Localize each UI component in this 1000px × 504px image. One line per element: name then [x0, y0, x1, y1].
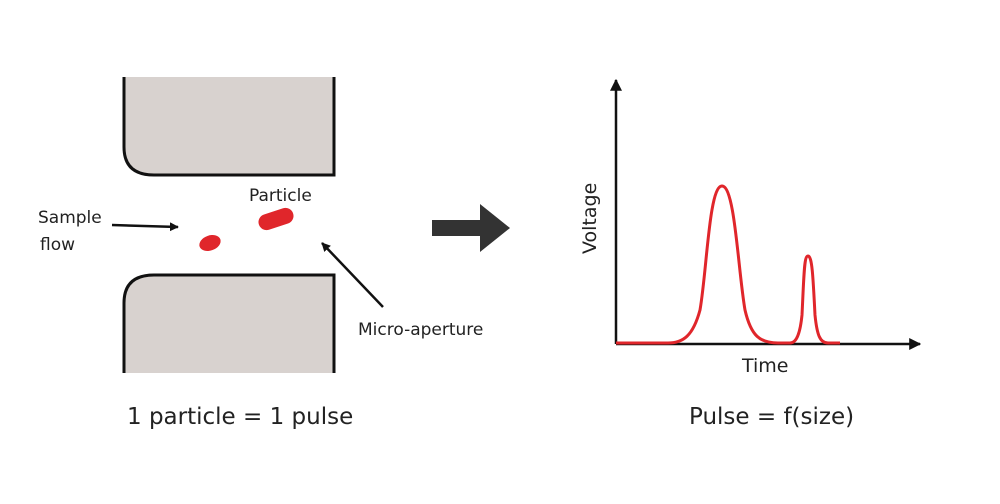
particle-large — [258, 207, 294, 231]
sample-flow-label: Sample flow — [38, 208, 107, 255]
aperture-diagram: Sample flow Particle Micro-aperture 1 pa… — [38, 77, 483, 430]
upper-wall — [124, 77, 334, 175]
lower-wall — [124, 275, 334, 373]
y-axis-label: Voltage — [579, 183, 601, 254]
lower-wall-outline — [122, 273, 336, 373]
left-caption: 1 particle = 1 pulse — [127, 404, 353, 430]
micro-aperture-label: Micro-aperture — [358, 320, 483, 340]
pulse-plot: Voltage Time Pulse = f(size) — [579, 78, 922, 430]
pulse-signal — [616, 184, 840, 345]
big-arrow-icon — [432, 204, 510, 252]
micro-aperture-arrow — [321, 242, 384, 308]
particle-small — [199, 235, 221, 251]
right-caption: Pulse = f(size) — [689, 404, 854, 430]
x-axis-label: Time — [741, 355, 789, 377]
upper-wall-outline — [122, 77, 336, 177]
particle-label: Particle — [249, 186, 312, 206]
sample-flow-arrow — [111, 222, 179, 232]
